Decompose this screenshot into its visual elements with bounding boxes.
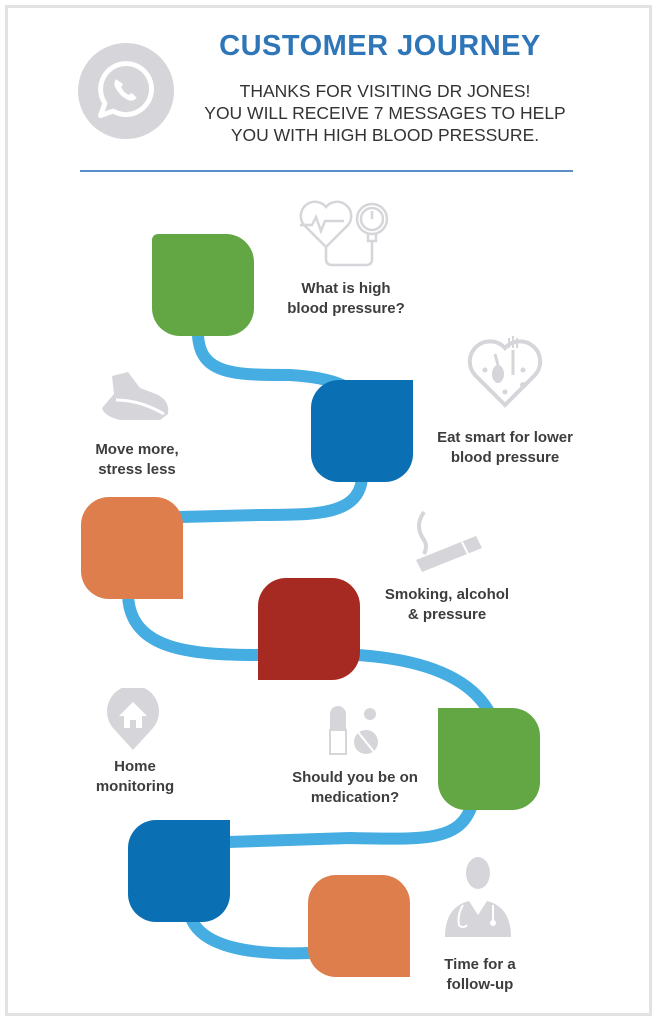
label-line: & pressure (407, 606, 487, 623)
label-line: Eat smart for lower (437, 429, 573, 446)
running-shoe-icon (102, 372, 169, 420)
step-1-label: What is high blood pressure? (276, 279, 416, 319)
step-3-label: Move more, stress less (72, 440, 202, 480)
step-4-marker[interactable] (258, 578, 360, 680)
label-line: follow-up (446, 976, 514, 993)
heart-blood-pressure-gauge-icon (299, 200, 389, 267)
step-7-label: Time for a follow-up (425, 955, 535, 995)
heart-food-icon (467, 336, 543, 408)
home-pin-icon (107, 688, 159, 750)
whatsapp-icon (77, 42, 175, 140)
subtitle: THANKS FOR VISITING DR JONES! YOU WILL R… (190, 80, 580, 146)
label-line: Smoking, alcohol (384, 586, 510, 603)
subtitle-line: YOU WITH HIGH BLOOD PRESSURE. (230, 125, 540, 145)
step-5-label: Should you be on medication? (275, 768, 435, 808)
step-6-label: Home monitoring (80, 757, 190, 797)
label-line: medication? (310, 789, 400, 806)
step-6-marker[interactable] (128, 820, 230, 922)
cigarette-icon (416, 510, 482, 572)
step-2-label: Eat smart for lower blood pressure (420, 428, 590, 468)
step-7-marker[interactable] (308, 875, 410, 977)
page-title: CUSTOMER JOURNEY (219, 30, 541, 62)
subtitle-line: YOU WILL RECEIVE 7 MESSAGES TO HELP (204, 103, 566, 123)
label-line: stress less (98, 461, 176, 478)
label-line: Home (114, 758, 156, 775)
step-5-marker[interactable] (438, 708, 540, 810)
subtitle-line: THANKS FOR VISITING DR JONES! (239, 81, 531, 101)
label-line: What is high (301, 280, 391, 297)
pills-icon (329, 706, 378, 755)
label-line: Move more, (95, 441, 179, 458)
label-line: monitoring (95, 778, 175, 795)
label-line: Time for a (444, 956, 516, 973)
step-4-label: Smoking, alcohol & pressure (372, 585, 522, 625)
label-line: Should you be on (292, 769, 418, 786)
label-line: blood pressure? (287, 300, 405, 317)
step-2-marker[interactable] (311, 380, 413, 482)
step-1-marker[interactable] (152, 234, 254, 336)
step-3-marker[interactable] (81, 497, 183, 599)
label-line: blood pressure (450, 449, 560, 466)
doctor-icon (445, 857, 511, 937)
header-divider (80, 170, 573, 172)
